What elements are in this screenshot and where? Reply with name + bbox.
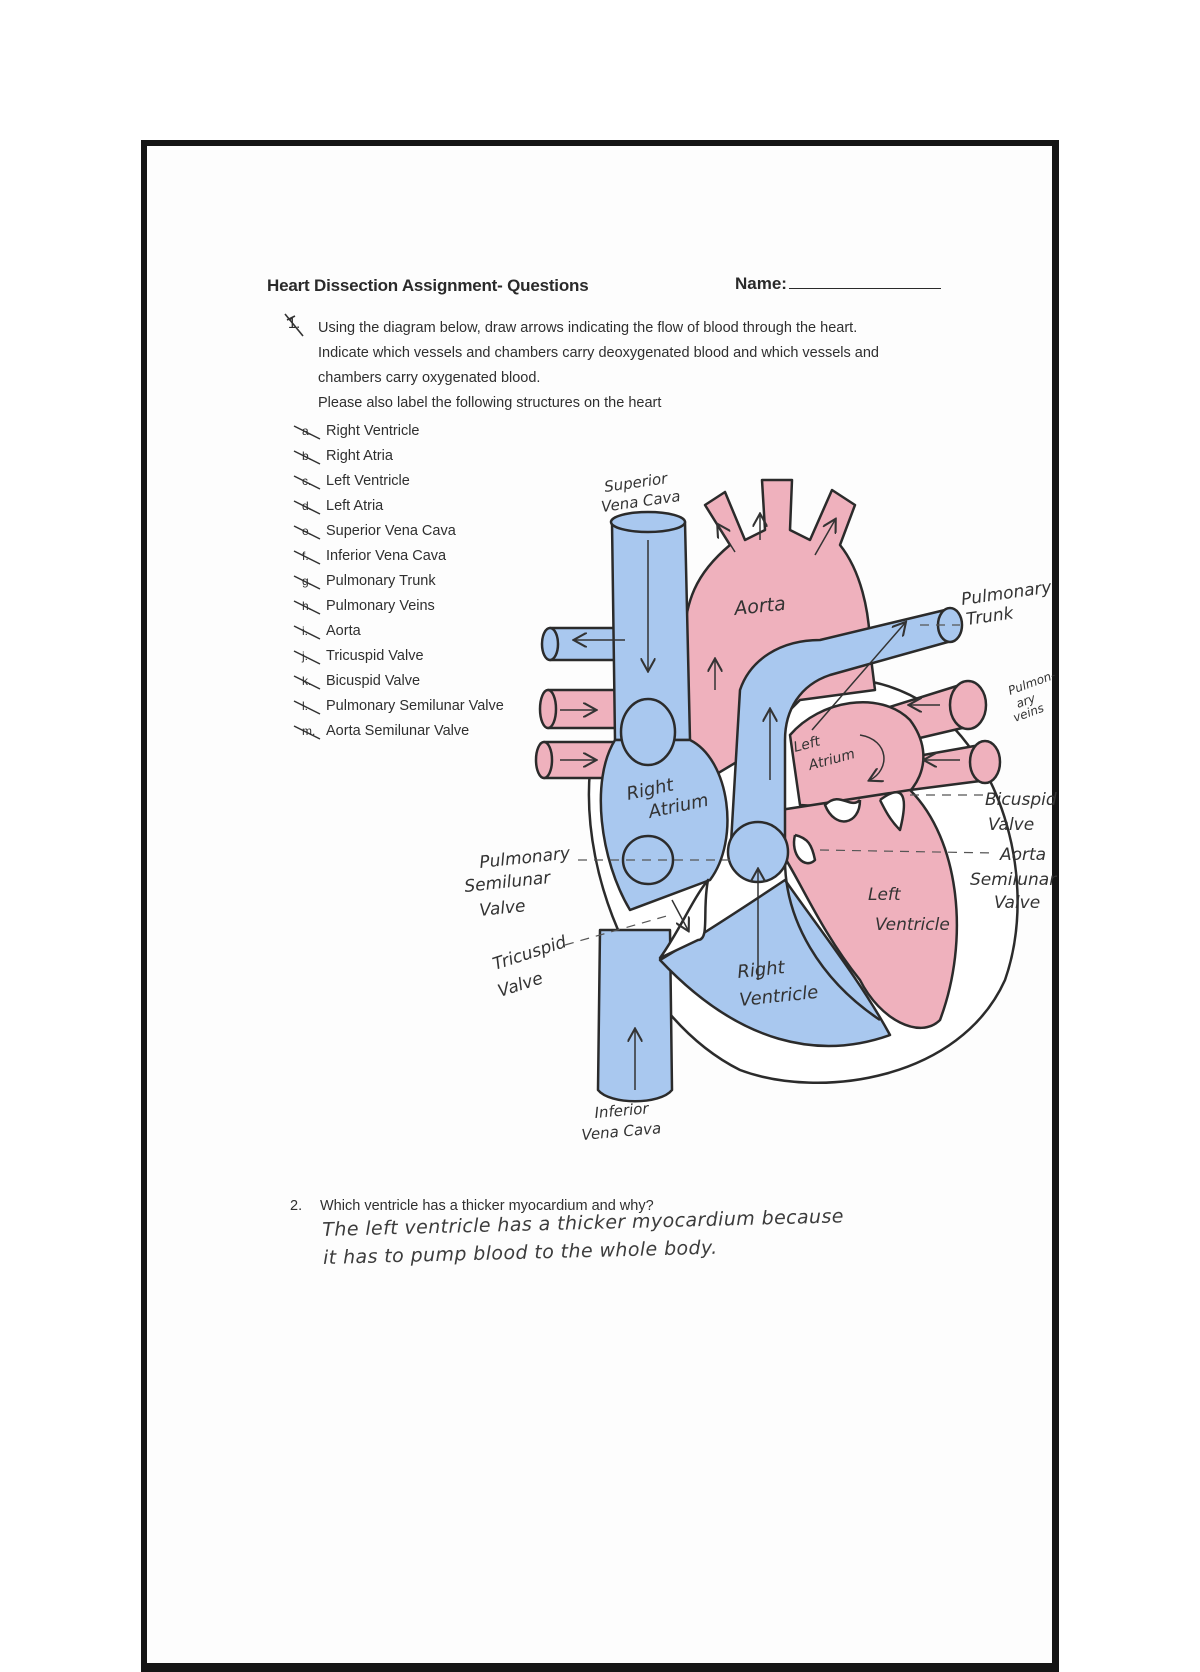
check-mark-icon <box>293 450 321 465</box>
list-item-label: Bicuspid Valve <box>326 673 421 689</box>
list-item-label: Right Ventricle <box>326 423 420 439</box>
name-blank <box>788 288 941 289</box>
check-mark-icon <box>293 550 321 565</box>
label-inferior-vena-cava: Inferior <box>594 1099 650 1122</box>
question1-line3: chambers carry oxygenated blood. <box>318 370 541 386</box>
check-mark-icon <box>293 475 321 490</box>
right-ventricle <box>658 878 892 1048</box>
list-item: b.Right Atria <box>282 444 504 469</box>
name-label: Name: <box>735 274 787 293</box>
label-pulmonary-semilunar-valve: Pulmonary <box>478 843 571 872</box>
list-item: m.Aorta Semilunar Valve <box>282 719 504 744</box>
label-aorta-semilunar-valve: Aorta <box>999 845 1046 865</box>
list-item-label: Pulmonary Semilunar Valve <box>326 698 504 714</box>
list-item: j.Tricuspid Valve <box>282 644 504 669</box>
check-mark-icon <box>293 700 321 715</box>
list-item: d.Left Atria <box>282 494 504 519</box>
label-left-atrium: Left <box>792 733 823 756</box>
check-mark-icon <box>293 675 321 690</box>
list-item-label: Aorta <box>326 623 361 639</box>
list-item-label: Left Ventricle <box>326 473 410 489</box>
list-item-label: Tricuspid Valve <box>326 648 424 664</box>
aorta-semilunar-valve <box>792 833 817 865</box>
check-mark-icon <box>293 650 321 665</box>
label-right-ventricle: Right <box>736 957 786 983</box>
list-item: l.Pulmonary Semilunar Valve <box>282 694 504 719</box>
list-item-label: Aorta Semilunar Valve <box>326 723 470 739</box>
list-item-label: Inferior Vena Cava <box>326 548 447 564</box>
left-ventricle <box>778 788 959 1030</box>
svg-text:Valve: Valve <box>988 815 1034 835</box>
list-item: i.Aorta <box>282 619 504 644</box>
svg-text:Valve: Valve <box>495 968 545 1001</box>
svg-text:Valve: Valve <box>478 896 526 921</box>
question1-text: Using the diagram below, draw arrows ind… <box>318 316 938 416</box>
check-mark-icon <box>293 575 321 590</box>
list-item-label: Left Atria <box>326 498 384 514</box>
list-item: a.Right Ventricle <box>282 419 504 444</box>
bicuspid-valve <box>823 790 906 832</box>
svg-text:Vena Cava: Vena Cava <box>581 1119 662 1144</box>
question1-line4: Please also label the following structur… <box>318 395 662 411</box>
check-mark-icon <box>293 725 321 740</box>
worksheet-title: Heart Dissection Assignment- Questions <box>267 276 589 295</box>
check-mark-icon <box>293 425 321 440</box>
svg-text:Semilunar: Semilunar <box>463 868 552 897</box>
question1-check-mark <box>284 313 304 337</box>
inferior-vena-cava <box>596 928 674 1103</box>
list-item: g.Pulmonary Trunk <box>282 569 504 594</box>
name-field: Name: <box>735 274 941 294</box>
list-item: k.Bicuspid Valve <box>282 669 504 694</box>
svg-text:ary: ary <box>1014 691 1038 711</box>
list-item: h.Pulmonary Veins <box>282 594 504 619</box>
question2-number: 2. <box>290 1198 303 1214</box>
check-mark-icon <box>293 525 321 540</box>
check-mark-icon <box>293 600 321 615</box>
question1-line1: Using the diagram below, draw arrows ind… <box>318 320 858 336</box>
question2: 2. Which ventricle has a thicker myocardi… <box>290 1198 654 1214</box>
structure-list: a.Right Ventricle b.Right Atria c.Left V… <box>282 419 504 744</box>
list-item-label: Pulmonary Veins <box>326 598 435 614</box>
septum <box>783 859 881 1022</box>
heart-diagram: Superior Vena Cava Aorta Pulmonary Trunk… <box>463 469 1057 1144</box>
label-left-ventricle: Left <box>868 885 902 905</box>
list-item: c.Left Ventricle <box>282 469 504 494</box>
svg-text:Semilunar: Semilunar <box>970 870 1057 890</box>
question2-text: Which ventricle has a thicker myocardium… <box>320 1198 654 1214</box>
list-item-label: Right Atria <box>326 448 393 464</box>
label-tricuspid-valve: Tricuspid <box>490 932 569 975</box>
svg-text:Ventricle: Ventricle <box>875 915 950 935</box>
label-bicuspid-valve: Bicuspid <box>985 790 1057 810</box>
question1-number: 1. <box>288 316 301 332</box>
svg-text:Valve: Valve <box>994 893 1040 913</box>
check-mark-icon <box>293 500 321 515</box>
list-item: f.Inferior Vena Cava <box>282 544 504 569</box>
check-mark-icon <box>293 625 321 640</box>
list-item-label: Pulmonary Trunk <box>326 573 436 589</box>
list-item-label: Superior Vena Cava <box>326 523 456 539</box>
question1-line2: Indicate which vessels and chambers carr… <box>318 345 879 361</box>
list-item: e.Superior Vena Cava <box>282 519 504 544</box>
